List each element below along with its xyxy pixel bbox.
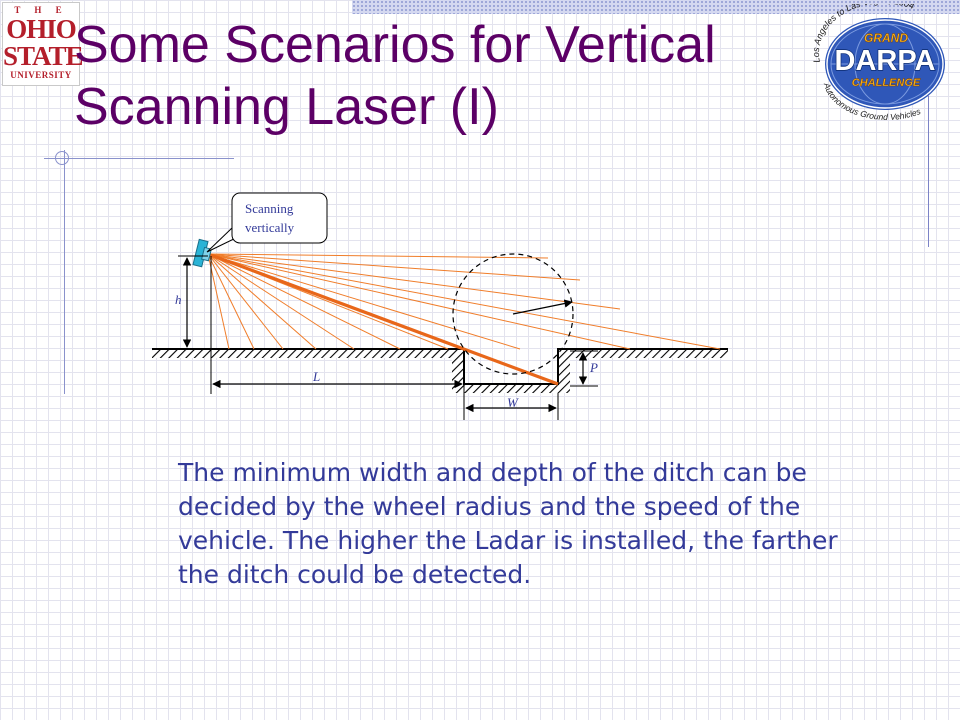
slide-title: Some Scenarios for Vertical Scanning Las… (74, 14, 814, 138)
right-decor-line (928, 95, 929, 247)
ground-left (152, 349, 464, 358)
laser-sensor (192, 238, 212, 268)
label-h: h (175, 292, 182, 307)
osu-logo-university: UNIVERSITY (10, 70, 72, 80)
label-W: W (507, 395, 519, 410)
ditch-bottom (452, 384, 568, 393)
darpa-grand-challenge-logo: Los Angeles to Las Vegas, 2004 GRAND DAR… (811, 4, 945, 122)
slide-title-line1: Some Scenarios for Vertical (74, 16, 716, 74)
wheel-radius-arrow (512, 299, 573, 315)
laser-beam (207, 253, 401, 350)
decor-rule (44, 158, 234, 159)
wheel-circle (452, 253, 574, 375)
callout-line1: Scanning (245, 201, 294, 216)
slide-title-line2: Scanning Laser (I) (74, 78, 499, 136)
darpa-challenge-text: CHALLENGE (852, 77, 921, 89)
laser-beam (207, 253, 317, 350)
ditch-right-wall (558, 349, 570, 393)
laser-beam (207, 253, 721, 350)
osu-logo-ohio: OHIO (6, 14, 77, 44)
header-band (352, 0, 960, 14)
left-decor-line (64, 150, 65, 394)
laser-beam (207, 253, 284, 350)
ground-right (558, 349, 728, 358)
laser-beam (207, 253, 355, 350)
ditch-left-wall (452, 349, 464, 387)
laser-beam (207, 253, 631, 350)
laser-beam (207, 253, 581, 281)
laser-beam (207, 253, 621, 310)
laser-beam (207, 253, 549, 259)
label-L: L (312, 369, 320, 384)
ground-edge (152, 348, 728, 385)
laser-beams (207, 253, 721, 350)
darpa-main-text: DARPA (835, 45, 936, 77)
laser-beam (207, 253, 521, 350)
osu-logo: T H E OHIO STATE UNIVERSITY (2, 2, 84, 86)
callout-box (231, 192, 328, 244)
osu-logo-state: STATE (3, 41, 84, 71)
laser-beam (207, 253, 255, 350)
label-P: P (589, 360, 598, 375)
slide-body-text: The minimum width and depth of the ditch… (178, 458, 838, 589)
laser-beam-main (207, 252, 559, 386)
darpa-grand-text: GRAND (864, 31, 908, 45)
osu-logo-the: T H E (14, 5, 68, 15)
decor-circle (55, 151, 69, 165)
callout-line2: vertically (245, 220, 295, 235)
